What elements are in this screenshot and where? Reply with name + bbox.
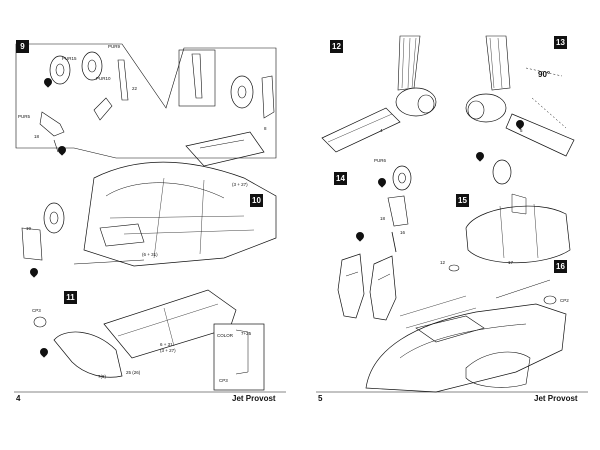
instruction-page-right: 12 13 14 15 16 4 5 90° PUR6 18 16 12 17 … [316,28,588,416]
label-color: COLOR [217,333,234,338]
step-11-badge: 11 [64,291,77,304]
footer-rule [316,391,588,393]
page-title: Jet Provost [232,394,276,403]
label-3-27: (3 + 27) [232,182,248,187]
label-pur15: PUR15 [62,56,77,61]
label-pur5: PUR5 [18,114,31,119]
label-16: 16 [400,230,406,235]
label-18: 18 [380,216,386,221]
label-3-27-b: (3 + 27) [160,348,176,353]
label-12: 12 [440,260,446,265]
label-7-8: 7(8) [98,374,107,379]
footer-rule [14,391,286,393]
page-title: Jet Provost [534,394,578,403]
label-pur9: PUR9 [108,44,121,49]
label-17: 17 [508,260,514,265]
label-4: 4 [380,128,383,133]
page-number: 5 [318,394,323,403]
label-19: 19 [26,226,32,231]
step-12-badge: 12 [330,40,343,53]
label-25-26: 25 (26) [126,370,141,375]
label-cp3: CP3 [32,308,41,313]
step-14-badge: 14 [334,172,347,185]
label-5: 5 [520,128,523,133]
label-22: 22 [132,86,138,91]
step-16-badge: 16 [554,260,567,273]
instruction-page-left: 9 10 11 PUR15 PUR10 PUR9 PUR5 18 22 8 (3… [14,28,286,416]
step-13-badge: 13 [554,36,567,49]
label-7-25: 7+25 [241,331,252,336]
label-pur6: PUR6 [374,158,387,163]
label-pur10: PUR10 [96,76,111,81]
label-6-31-b: 6 + 31 [160,342,173,347]
step-10-badge: 10 [250,194,263,207]
label-8: 8 [264,126,267,131]
page-number: 4 [16,394,21,403]
label-cp3-legend: CP3 [219,378,228,383]
label-cp2: CP2 [560,298,569,303]
step-9-badge: 9 [16,40,29,53]
right-page-drawings [321,35,575,393]
angle-label: 90° [538,70,551,79]
label-18: 18 [34,134,40,139]
step-15-badge: 15 [456,194,469,207]
left-page-drawings [15,43,277,391]
label-6-31: (6 + 31) [142,252,158,257]
